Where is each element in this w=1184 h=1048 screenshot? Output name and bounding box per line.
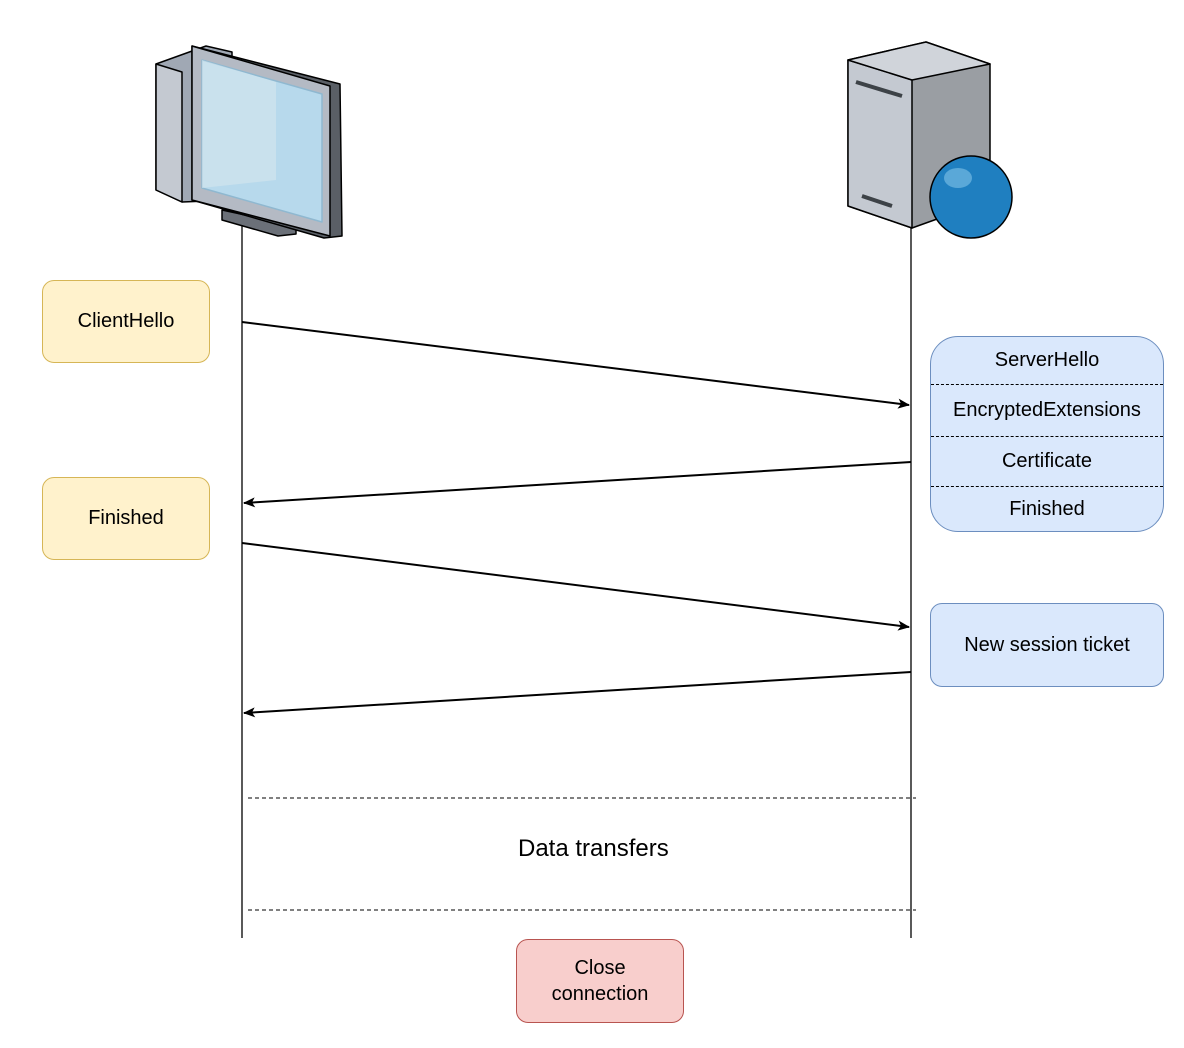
arrow-client-finished	[241, 542, 910, 631]
arrow-session-ticket	[243, 671, 912, 718]
arrow-server-handshake	[243, 461, 912, 508]
server-finished-row: Finished	[931, 486, 1163, 531]
server-handshake-box: ServerHello EncryptedExtensions Certific…	[930, 336, 1164, 532]
new-session-ticket-box: New session ticket	[930, 603, 1164, 687]
client-finished-box: Finished	[42, 477, 210, 560]
server-hello-row: ServerHello	[994, 349, 1100, 371]
arrow-client-hello	[241, 321, 910, 409]
data-transfers-label: Data transfers	[518, 835, 669, 862]
encrypted-extensions-row: EncryptedExtensions	[931, 384, 1163, 436]
close-connection-box: Close connection	[516, 939, 684, 1023]
client-hello-box: ClientHello	[42, 280, 210, 363]
certificate-row: Certificate	[931, 436, 1163, 486]
desktop-computer-icon	[155, 45, 343, 239]
web-server-globe-icon	[847, 41, 1013, 239]
